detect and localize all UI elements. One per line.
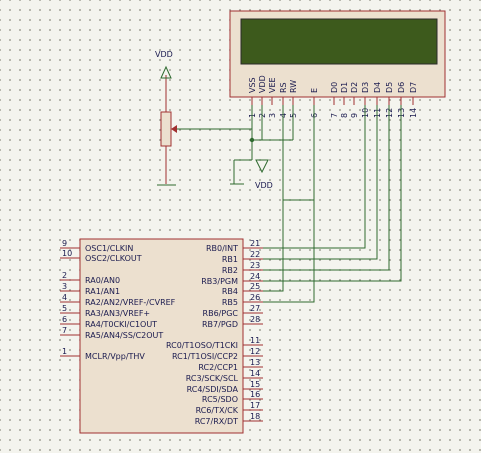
mcu-pin-label: RB0/INT [206, 244, 238, 253]
mcu-pin-number: 3 [62, 282, 67, 291]
lcd-pin-label: D0 [330, 82, 339, 93]
mcu-pin-label: RB7/PGD [202, 320, 238, 329]
mcu-pin-number: 21 [250, 239, 260, 248]
lcd-pin-label: VSS [248, 77, 257, 93]
mcu-pin-number: 9 [62, 239, 67, 248]
mcu-pin-label: MCLR/Vpp/THV [85, 352, 145, 361]
lcd-pin-label: RS [279, 82, 288, 93]
mcu-pin-label: RB5 [222, 298, 238, 307]
mcu-pin-label: RA3/AN3/VREF+ [85, 309, 150, 318]
mcu-pin-number: 22 [250, 250, 260, 259]
lcd-pin-label: VDD [258, 75, 267, 93]
rs-wire [282, 105, 314, 201]
potentiometer[interactable] [160, 75, 252, 184]
lcd-pin-label: D4 [373, 82, 382, 93]
rs-to-rb4-wire [263, 200, 284, 292]
mcu-pin-label: RB3/PGM [201, 277, 238, 286]
mcu-pin-number: 7 [62, 326, 67, 335]
mcu-pin-number: 28 [250, 315, 260, 324]
mcu-pin-label: RC7/RX/DT [195, 417, 238, 426]
d5-wire [263, 105, 378, 260]
lcd-pin-number: 3 [268, 113, 277, 118]
mcu-pin-label: RC4/SDI/SDA [187, 385, 239, 394]
mcu-pin-number: 4 [62, 293, 67, 302]
mcu-pin-number: 24 [250, 272, 260, 281]
mcu-pin-number: 17 [250, 401, 260, 410]
lcd-pin-label: D6 [397, 82, 406, 93]
lcd-module[interactable]: VSS1VDD2VEE3RS4RW5E6D07D18D29D310D411D51… [229, 10, 446, 118]
mcu-pin-number: 16 [250, 390, 260, 399]
mcu-pin-label: RC1/T1OSI/CCP2 [172, 352, 238, 361]
lcd-pin-label: E [310, 88, 319, 93]
lcd-pin-number: 14 [409, 108, 418, 118]
lcd-pin-number: 7 [330, 113, 339, 118]
mcu-pin-label: RA5/AN4/SS/C2OUT [85, 331, 163, 340]
vdd-terminal-top[interactable]: VDD [155, 50, 173, 79]
pot-body [160, 111, 172, 147]
mcu-pin-number: 11 [250, 336, 260, 345]
mcu-pin-label: RB6/PGC [203, 309, 239, 318]
mcu-pin-label: RB4 [222, 287, 238, 296]
mcu-pin-label: RC0/T1OSO/T1CKI [166, 341, 238, 350]
mcu-pin-number: 14 [250, 369, 260, 378]
mcu-pin-number: 18 [250, 412, 260, 421]
lcd-pin-label: D1 [340, 82, 349, 93]
mcu-pin-number: 27 [250, 304, 260, 313]
mcu-pin-label: RB1 [222, 255, 238, 264]
lcd-pin-label: D3 [361, 82, 370, 93]
mcu-pin-label: RB2 [222, 266, 238, 275]
junction-dot [249, 137, 255, 143]
mcu-pin-number: 5 [62, 304, 67, 313]
mcu-pin-label: RC6/TX/CK [196, 406, 239, 415]
mcu-pin-label: OSC2/CLKOUT [85, 254, 142, 263]
mcu-pin-label: RA1/AN1 [85, 287, 120, 296]
mcu-pin-number: 26 [250, 293, 260, 302]
lcd-pin-label: D5 [385, 82, 394, 93]
mcu-pin-number: 1 [62, 347, 67, 356]
pot-wiper-arrow [171, 125, 177, 133]
mcu-pin-label: RC5/SDO [202, 395, 238, 404]
mcu-pin-number: 12 [250, 347, 260, 356]
power-wiring: VDD [230, 105, 293, 190]
lcd-pin-number: 8 [340, 113, 349, 118]
d4-wire [263, 105, 366, 249]
lcd-pin-label: RW [289, 80, 298, 93]
lcd-pin-label: D2 [350, 82, 359, 93]
lcd-pin-label: VEE [268, 77, 277, 93]
mcu-pin-number: 25 [250, 282, 260, 291]
e-wire [263, 105, 315, 303]
mcu-body [79, 238, 244, 434]
vdd-arrow-icon [160, 65, 172, 79]
d6-wire [263, 105, 390, 271]
d7-wire [263, 105, 402, 282]
bus-wires [263, 105, 402, 303]
lcd-screen [240, 18, 438, 65]
mcu-pin-number: 10 [62, 249, 72, 258]
mcu-pin-number: 2 [62, 271, 67, 280]
vdd-bottom-label: VDD [255, 181, 273, 190]
mcu-pin-label: RA4/T0CKI/C1OUT [85, 320, 157, 329]
mcu-pin-number: 15 [250, 380, 260, 389]
vdd-top-label: VDD [155, 50, 173, 59]
mcu-pin-label: RC2/CCP1 [198, 363, 238, 372]
mcu-pin-number: 6 [62, 315, 67, 324]
lcd-pin-label: D7 [409, 82, 418, 93]
vdd-down-arrow-icon [255, 159, 269, 174]
mcu-pin-label: RC3/SCK/SCL [186, 374, 239, 383]
mcu-pin-number: 23 [250, 261, 260, 270]
mcu-pin-label: OSC1/CLKIN [85, 244, 133, 253]
mcu-pin-label: RA2/AN2/VREF-/CVREF [85, 298, 176, 307]
lcd-pin-number: 9 [350, 113, 359, 118]
mcu-pin-number: 13 [250, 358, 260, 367]
mcu-pin-label: RA0/AN0 [85, 276, 120, 285]
